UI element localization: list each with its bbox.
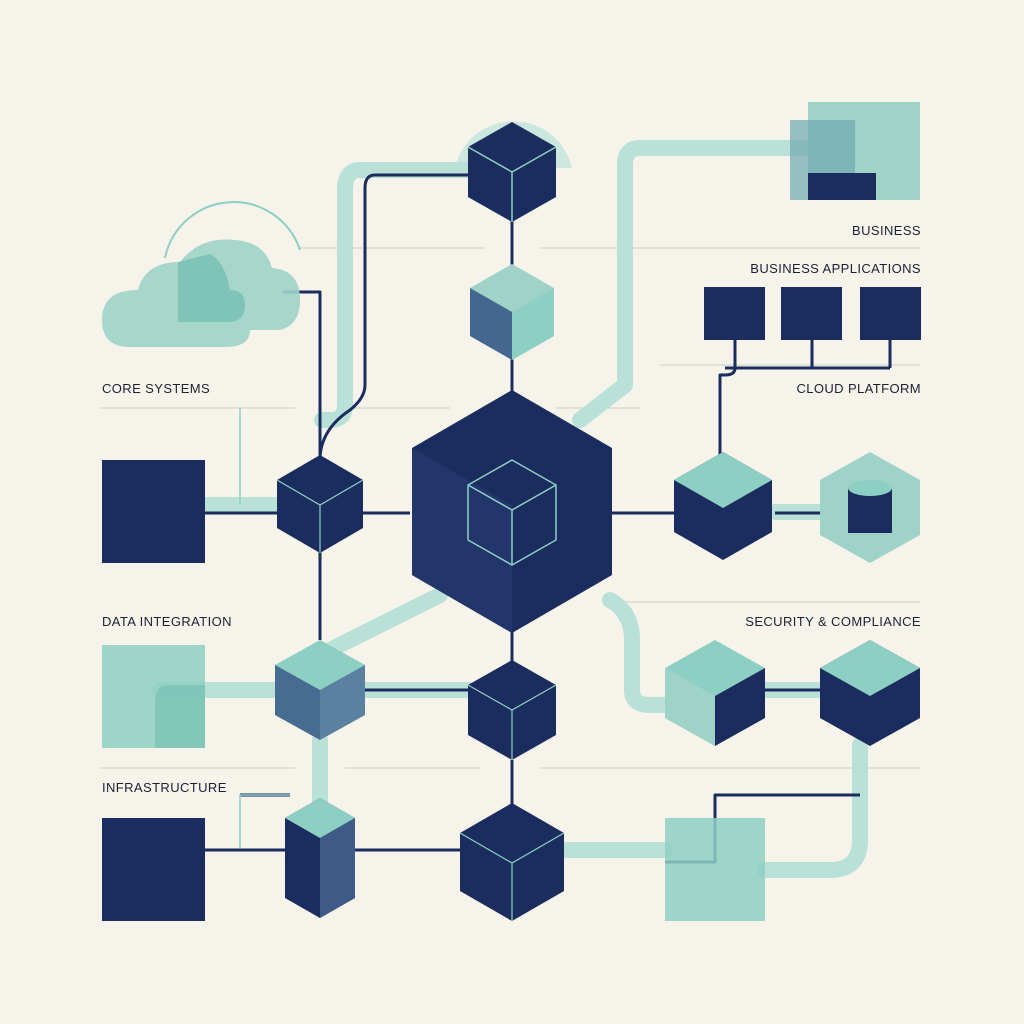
cube-icon: [275, 640, 365, 740]
label-infrastructure: INFRASTRUCTURE: [102, 780, 227, 795]
label-security-compliance: SECURITY & COMPLIANCE: [745, 614, 921, 629]
label-cloud-platform: CLOUD PLATFORM: [796, 381, 921, 396]
infrastructure-block: [102, 818, 205, 921]
cube-icon: [459, 803, 565, 921]
label-data-integration: DATA INTEGRATION: [102, 614, 232, 629]
cube-icon: [665, 640, 765, 746]
cube-icon: [285, 798, 355, 918]
application-node: [860, 287, 921, 340]
label-business: BUSINESS: [852, 223, 921, 238]
cloud-icon: [102, 201, 301, 347]
central-hub-cube: [412, 390, 612, 633]
core-systems-block: [102, 460, 205, 563]
label-business-applications: BUSINESS APPLICATIONS: [750, 261, 921, 276]
business-block: [790, 102, 920, 200]
cube-icon: [470, 264, 554, 360]
teal-pipes: [152, 140, 868, 878]
database-icon: [820, 452, 920, 563]
business-application-nodes: [704, 287, 921, 340]
storage-block: [665, 818, 765, 921]
cube-icon: [276, 455, 364, 553]
cube-icon: [467, 122, 557, 222]
cube-icon: [820, 640, 920, 746]
application-node: [704, 287, 765, 340]
label-core-systems: CORE SYSTEMS: [102, 381, 210, 396]
thin-teal-connectors: [239, 408, 290, 848]
cube-icon: [467, 660, 557, 760]
application-node: [781, 287, 842, 340]
cube-icon: [674, 452, 772, 560]
